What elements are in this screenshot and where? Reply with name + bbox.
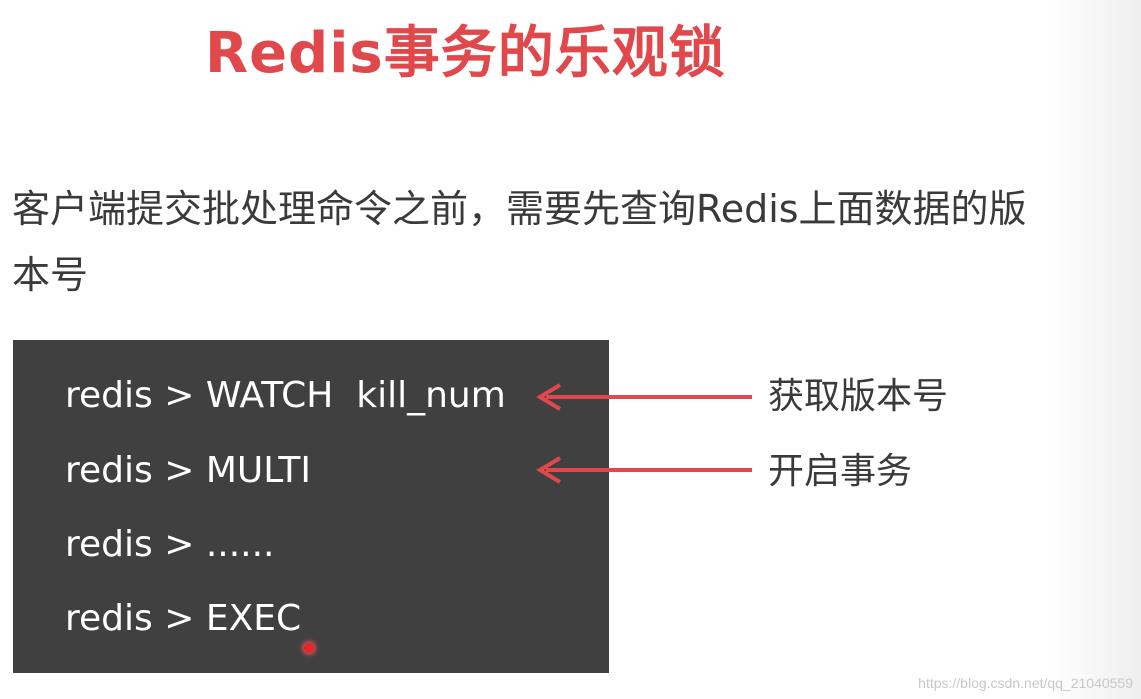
terminal-line-multi: redis > MULTI	[65, 450, 311, 491]
watermark: https://blog.csdn.net/qq_21040559	[918, 675, 1133, 691]
arrow-get-version	[536, 383, 752, 411]
laser-pointer-cursor	[304, 643, 314, 653]
terminal-line-exec: redis > EXEC	[65, 598, 302, 639]
slide-title: Redis事务的乐观锁	[205, 21, 726, 86]
terminal-line-ellipsis: redis > ......	[65, 524, 275, 565]
annotation-get-version: 获取版本号	[768, 376, 949, 417]
slide-description: 客户端提交批处理命令之前，需要先查询Redis上面数据的版本号	[12, 187, 1027, 297]
arrow-start-transaction	[536, 456, 752, 484]
background-shade	[1046, 0, 1141, 699]
terminal-panel: redis > WATCH kill_num redis > MULTI red…	[13, 340, 609, 673]
terminal-line-watch: redis > WATCH kill_num	[65, 375, 506, 416]
annotation-start-transaction: 开启事务	[768, 451, 913, 492]
